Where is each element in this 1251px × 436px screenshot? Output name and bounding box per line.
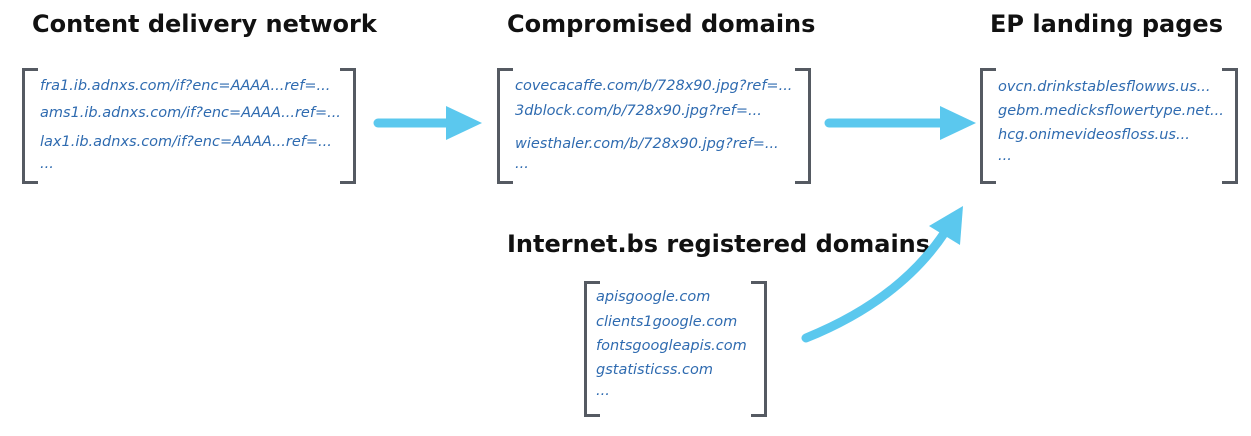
landing-heading: EP landing pages — [990, 10, 1223, 38]
right-bracket — [795, 68, 811, 184]
cdn-item: fra1.ib.adnxs.com/if?enc=AAAA...ref=... — [40, 78, 331, 94]
landing-list: ovcn.drinkstablesflowws.us... gebm.medic… — [980, 68, 1238, 184]
registered-item: ... — [596, 383, 610, 399]
right-bracket — [751, 281, 767, 417]
compromised-list: covecacaffe.com/b/728x90.jpg?ref=... 3db… — [497, 68, 811, 184]
compromised-item: 3dblock.com/b/728x90.jpg?ref=... — [515, 103, 762, 119]
registered-item: clients1google.com — [596, 314, 738, 330]
cdn-item: lax1.ib.adnxs.com/if?enc=AAAA...ref=... — [40, 134, 332, 150]
landing-item: gebm.medicksflowertype.net... — [998, 103, 1224, 119]
registered-list: apisgoogle.com clients1google.com fontsg… — [584, 281, 767, 417]
left-bracket — [584, 281, 600, 417]
right-bracket — [340, 68, 356, 184]
arrow-registered-to-landing — [801, 206, 963, 343]
landing-item: ... — [998, 148, 1012, 164]
compromised-item: ... — [515, 156, 529, 172]
registered-item: gstatisticss.com — [596, 362, 713, 378]
registered-item: apisgoogle.com — [596, 289, 711, 305]
arrow-compromised-to-landing — [824, 106, 976, 140]
landing-item: ovcn.drinkstablesflowws.us... — [998, 79, 1211, 95]
left-bracket — [22, 68, 38, 184]
arrow-cdn-to-compromised — [373, 106, 482, 140]
compromised-item: wiesthaler.com/b/728x90.jpg?ref=... — [515, 136, 779, 152]
cdn-heading: Content delivery network — [32, 10, 377, 38]
registered-item: fontsgoogleapis.com — [596, 338, 747, 354]
cdn-item: ... — [40, 156, 54, 172]
cdn-list: fra1.ib.adnxs.com/if?enc=AAAA...ref=... … — [22, 68, 356, 184]
compromised-item: covecacaffe.com/b/728x90.jpg?ref=... — [515, 78, 793, 94]
compromised-heading: Compromised domains — [507, 10, 816, 38]
landing-item: hcg.onimevideosfloss.us... — [998, 127, 1190, 143]
right-bracket — [1222, 68, 1238, 184]
registered-heading: Internet.bs registered domains — [507, 230, 931, 258]
left-bracket — [980, 68, 996, 184]
cdn-item: ams1.ib.adnxs.com/if?enc=AAAA...ref=... — [40, 105, 341, 121]
left-bracket — [497, 68, 513, 184]
